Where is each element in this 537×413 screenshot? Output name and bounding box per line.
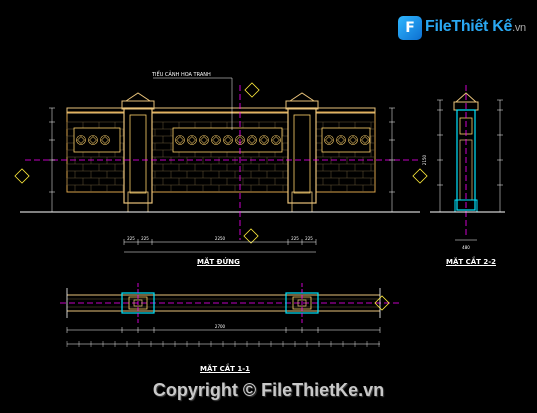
side-section: 480 2150 — [422, 85, 505, 250]
section-marker — [244, 82, 260, 98]
annotation-label: TIỂU CẢNH HOA TRANH — [152, 72, 211, 78]
ornament-motif — [212, 136, 220, 144]
dim-label: 225 — [291, 236, 299, 241]
column-inset — [129, 114, 147, 194]
ornament-motif — [337, 136, 345, 144]
front-elevation: 225 225 2250 225 225 — [14, 77, 428, 253]
ornament-motif — [200, 136, 208, 144]
dim-label: 225 — [127, 236, 135, 241]
column-inset — [293, 114, 311, 194]
dim-label: 2250 — [215, 236, 226, 241]
column-top — [124, 92, 152, 102]
ornament-panel — [73, 127, 121, 153]
ornament-motif — [224, 136, 232, 144]
title-section: MẶT CẮT 2-2 — [446, 258, 497, 266]
ornament-motif — [76, 135, 86, 145]
column-1 — [121, 92, 155, 213]
ornament-motif — [248, 136, 256, 144]
section-marker — [14, 168, 30, 184]
ornament-motif — [101, 136, 109, 144]
ornament-motif — [349, 136, 357, 144]
ornament-motif — [77, 136, 85, 144]
ornament-panel — [172, 127, 283, 153]
ornament-panel — [321, 127, 371, 153]
plan-section: 2700 — [60, 283, 400, 347]
ornament-motif — [236, 136, 244, 144]
ornament-motif — [259, 135, 269, 145]
ornament-motif — [199, 135, 209, 145]
column-shaft — [123, 107, 153, 204]
dim-label: 480 — [462, 245, 470, 250]
plan-column-1 — [121, 283, 155, 325]
title-plan: MẶT CẮT 1-1 — [200, 365, 251, 373]
plan-column-core — [133, 299, 143, 307]
section-marker — [412, 168, 428, 184]
ornament-motif — [247, 135, 257, 145]
section-marker — [374, 295, 390, 311]
copyright-text: Copyright © FileThietKe.vn — [152, 380, 385, 400]
ornament-motif — [271, 135, 281, 145]
ornament-motif — [211, 135, 221, 145]
brand-logo-icon: F — [398, 16, 422, 40]
ornament-motif — [336, 135, 346, 145]
brand-name-text: FileThiết Kế — [425, 18, 513, 35]
ornament-motif — [348, 135, 358, 145]
dim-label: 225 — [305, 236, 313, 241]
column-2 — [285, 92, 319, 213]
ornament-motif — [100, 135, 110, 145]
section-shaft — [456, 109, 476, 211]
column-shaft — [287, 107, 317, 204]
title-elevation: MẶT ĐỨNG — [197, 258, 240, 266]
brand-logo[interactable]: F FileThiết Kế.vn — [398, 14, 526, 46]
column-top — [288, 92, 316, 102]
section-marker — [243, 228, 259, 244]
dim-label: 2700 — [215, 324, 226, 329]
ornament-motif — [325, 136, 333, 144]
dim-label: 2150 — [422, 154, 427, 165]
ornament-motif — [188, 136, 196, 144]
brand-suffix: .vn — [512, 22, 526, 34]
ornament-motif — [223, 135, 233, 145]
ornament-motif — [89, 136, 97, 144]
plan-column-2 — [285, 283, 319, 325]
ornament-motif — [88, 135, 98, 145]
ornament-motif — [175, 135, 185, 145]
ornament-motif — [324, 135, 334, 145]
ornament-motif — [361, 136, 369, 144]
ornament-motif — [260, 136, 268, 144]
ornament-motif — [360, 135, 370, 145]
wall-coping — [66, 107, 376, 114]
ornament-motif — [187, 135, 197, 145]
dim-label: 225 — [141, 236, 149, 241]
plan-column-core — [297, 299, 307, 307]
brand-name: FileThiết Kế.vn — [425, 18, 526, 36]
ornament-motif — [176, 136, 184, 144]
ornament-motif — [272, 136, 280, 144]
